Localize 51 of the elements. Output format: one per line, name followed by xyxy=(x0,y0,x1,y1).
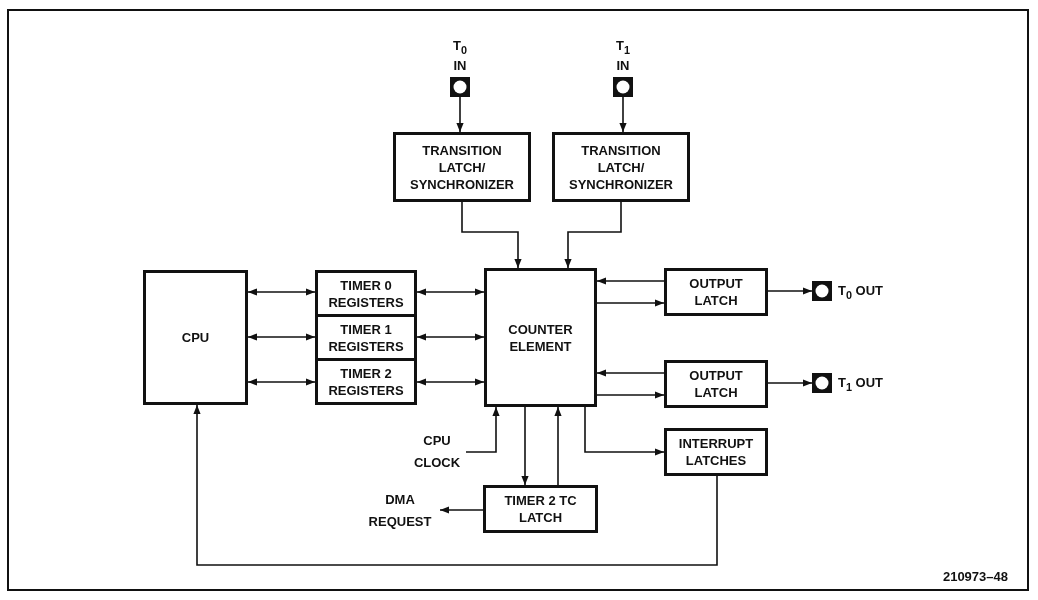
block-box xyxy=(664,268,768,316)
signal-label: CPU CLOCK xyxy=(412,432,462,472)
arrow xyxy=(767,379,813,387)
arrow xyxy=(564,201,622,269)
pin-label: T$_{1}$ IN xyxy=(615,38,631,73)
arrow xyxy=(596,391,665,399)
arrow xyxy=(584,406,665,456)
block-box xyxy=(483,485,598,533)
block-label: OUTPUT LATCH xyxy=(688,367,744,401)
arrow xyxy=(416,288,485,296)
arrow xyxy=(767,287,813,295)
block-box xyxy=(552,132,690,202)
arrow xyxy=(596,277,665,285)
block-box xyxy=(484,268,597,407)
pin-label: T$_{0}$ IN xyxy=(452,38,468,73)
arrow xyxy=(596,299,665,307)
arrow xyxy=(247,378,316,386)
block-label: TIMER 2 REGISTERS xyxy=(327,364,405,399)
arrow xyxy=(416,378,485,386)
arrow xyxy=(554,406,562,486)
arrow xyxy=(619,96,627,133)
block-label: OUTPUT LATCH xyxy=(688,275,744,309)
arrow xyxy=(416,333,485,341)
arrow xyxy=(439,506,484,514)
pin-label: T$_{0}$ OUT xyxy=(838,283,884,303)
block-box xyxy=(315,314,417,361)
pin-label: T$_{1}$ OUT xyxy=(838,375,884,395)
figure-number: 210973–48 xyxy=(942,568,1008,585)
block-box xyxy=(315,270,417,317)
block-box xyxy=(315,358,417,405)
block-box xyxy=(664,428,768,476)
arrow xyxy=(247,333,316,341)
block-label: COUNTER ELEMENT xyxy=(507,320,574,355)
arrow xyxy=(247,288,316,296)
arrow xyxy=(461,201,522,269)
block-label: TIMER 0 REGISTERS xyxy=(327,276,405,311)
block-label: INTERRUPT LATCHES xyxy=(677,435,755,469)
block-label: TRANSITION LATCH/ SYNCHRONIZER xyxy=(409,141,515,193)
block-box xyxy=(393,132,531,202)
block-label: TIMER 1 REGISTERS xyxy=(327,320,405,355)
block-box xyxy=(143,270,248,405)
block-box xyxy=(664,360,768,408)
signal-label: DMA REQUEST xyxy=(367,491,433,531)
arrow xyxy=(596,369,665,377)
block-label: CPU xyxy=(181,329,210,346)
arrow xyxy=(465,406,500,453)
arrow xyxy=(456,96,464,133)
arrow xyxy=(521,406,529,486)
arrow xyxy=(193,404,718,566)
block-label: TRANSITION LATCH/ SYNCHRONIZER xyxy=(568,141,674,193)
block-label: TIMER 2 TC LATCH xyxy=(503,492,578,526)
